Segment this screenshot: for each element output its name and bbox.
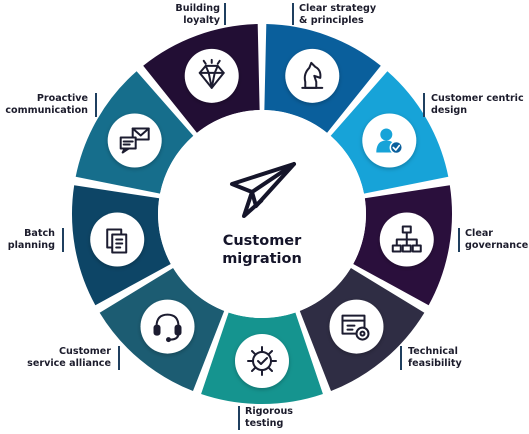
chat-mail-icon [107,113,162,168]
headset-icon [140,299,195,354]
label-bar [224,3,226,25]
paper-plane-icon [230,162,296,218]
center-title: Customer migration [204,232,320,268]
settings-window-icon [329,299,384,354]
label-bar [118,346,120,370]
center-title-line2: migration [222,251,302,267]
center-hub [158,110,366,318]
label-bar [458,228,460,252]
label-bar [95,93,97,117]
label-bar [423,93,425,117]
label-bar [400,346,402,370]
chess-knight-icon [285,48,340,103]
label-bar [62,228,64,252]
diamond-icon [184,48,239,103]
label-clear-strategy: Clear strategy& principles [299,3,377,26]
customer-check-icon [362,113,417,168]
label-bar [238,406,240,430]
center-title-line1: Customer [222,233,302,249]
org-chart-icon [379,212,434,267]
gear-check-icon [235,334,289,388]
documents-icon [90,212,145,267]
label-bar [292,3,294,25]
